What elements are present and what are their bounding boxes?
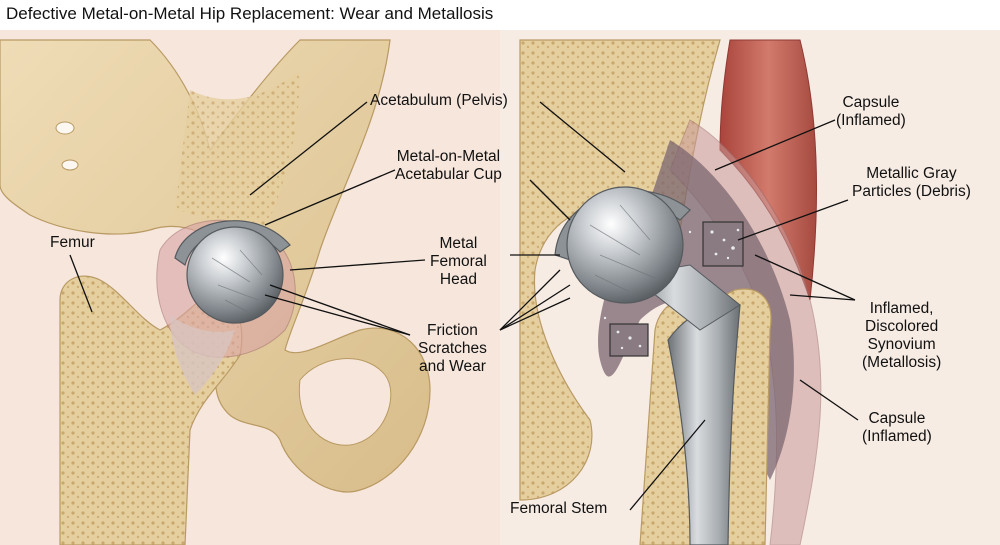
- label-synovium: Inflamed, Discolored Synovium (Metallosi…: [862, 300, 942, 371]
- sacral-foramen: [55, 121, 75, 135]
- left-spongy-bone: [175, 70, 300, 240]
- leader-lines: [69, 101, 859, 511]
- debris-inset-box: [609, 323, 649, 357]
- left-femoral-neck: [170, 315, 235, 395]
- right-metal-femoral-head: [566, 186, 684, 304]
- sacral-foramen: [61, 159, 79, 171]
- right-panel-cross-section: [500, 30, 1000, 545]
- debris-inset-box: [702, 221, 744, 267]
- label-capsule-top: Capsule (Inflamed): [836, 94, 906, 129]
- page-title: Defective Metal-on-Metal Hip Replacement…: [6, 4, 494, 23]
- left-metal-femoral-head: [186, 226, 284, 324]
- label-femoral-stem: Femoral Stem: [510, 500, 608, 517]
- label-acetabulum: Acetabulum (Pelvis): [370, 92, 508, 109]
- left-panel-natural-view: [0, 30, 500, 545]
- right-scratches: [589, 204, 656, 293]
- label-metallic-particles: Metallic Gray Particles (Debris): [852, 165, 971, 200]
- label-friction-scratches: Friction Scratches and Wear: [418, 322, 487, 375]
- label-acetabular-cup: Metal-on-Metal Acetabular Cup: [395, 148, 502, 183]
- label-metal-femoral-head: Metal Femoral Head: [430, 235, 487, 288]
- left-obturator: [298, 358, 392, 446]
- label-femur: Femur: [50, 234, 95, 251]
- label-capsule-bottom: Capsule (Inflamed): [862, 410, 932, 445]
- debris-particles: [603, 228, 740, 350]
- left-scratches: [211, 249, 263, 313]
